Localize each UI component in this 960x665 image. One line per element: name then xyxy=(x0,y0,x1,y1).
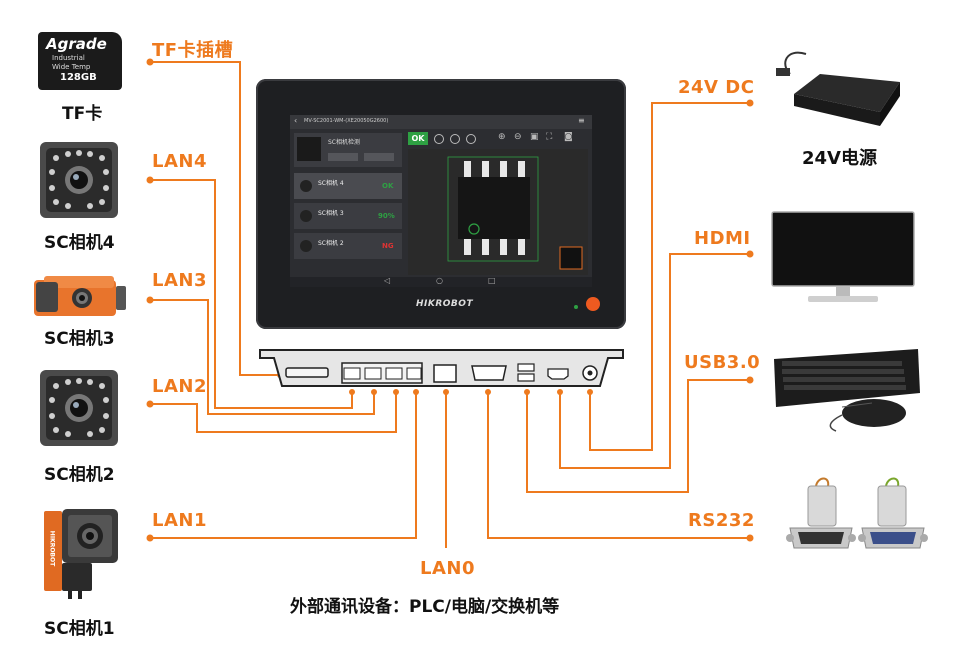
panel-brand: HIKROBOT xyxy=(416,299,474,309)
play-icon[interactable] xyxy=(434,134,444,144)
camera-3-caption: SC相机3 xyxy=(44,329,115,349)
nav-home-icon[interactable]: ○ xyxy=(436,276,443,285)
zoom-out-icon[interactable]: ⊖ xyxy=(514,132,522,142)
item-1-icon xyxy=(300,180,312,192)
footer-text: 外部通讯设备：PLC/电脑/交换机等 xyxy=(290,597,560,617)
job-thumbnail xyxy=(297,137,321,161)
nav-recent-icon[interactable]: □ xyxy=(488,276,496,285)
camera-1-brand: HIKROBOT xyxy=(48,530,56,567)
fit-icon[interactable]: ▣ xyxy=(530,132,539,142)
lan2-label: LAN2 xyxy=(152,376,207,397)
zoom-in-icon[interactable]: ⊕ xyxy=(498,132,506,142)
item-3-status: NG xyxy=(382,242,394,250)
android-navbar: ◁ ○ □ xyxy=(290,276,592,287)
expand-icon[interactable]: ⛶ xyxy=(546,132,553,142)
item-1-name: SC相机 4 xyxy=(318,180,344,187)
dc24v-label: 24V DC xyxy=(678,77,755,98)
lan4-label: LAN4 xyxy=(152,151,207,172)
hdmi-label: HDMI xyxy=(694,228,751,249)
power-button[interactable] xyxy=(586,297,600,311)
camera-2-image xyxy=(38,368,120,450)
item-3-icon xyxy=(300,240,312,252)
job-title: SC相机检测 xyxy=(328,139,360,146)
image-viewport[interactable] xyxy=(408,149,588,275)
step-icon[interactable] xyxy=(450,134,460,144)
tf-card-capacity: 128GB xyxy=(60,72,97,83)
camera-2-caption: SC相机2 xyxy=(44,465,115,485)
item-1-status: OK xyxy=(382,182,394,190)
status-led xyxy=(574,305,578,309)
camera-4-caption: SC相机4 xyxy=(44,233,115,253)
item-3-name: SC相机 2 xyxy=(318,240,344,247)
rs232-label: RS232 xyxy=(688,510,755,531)
screen-item-3[interactable]: SC相机 2 NG xyxy=(294,233,402,259)
lan1-label: LAN1 xyxy=(152,510,207,531)
power-adapter-caption: 24V电源 xyxy=(802,148,877,169)
panel-pc: ‹ MV-SC2001-WM-(XE20050G2600) ≡ SC相机检测 S… xyxy=(256,79,626,329)
job-button-1[interactable] xyxy=(328,153,358,161)
screen-title: MV-SC2001-WM-(XE20050G2600) xyxy=(304,118,389,124)
camera-snapshot-icon[interactable]: ◙ xyxy=(564,132,573,142)
usb30-label: USB3.0 xyxy=(684,352,761,373)
panel-io-side xyxy=(258,348,625,388)
serial-connectors-image xyxy=(786,476,932,568)
monitor-image xyxy=(770,210,916,306)
camera-1-caption: SC相机1 xyxy=(44,619,115,639)
tf-card-brand: Agrade xyxy=(46,35,107,53)
camera-3-image xyxy=(32,270,128,322)
keyboard-mouse-image xyxy=(770,345,920,435)
record-icon[interactable] xyxy=(466,134,476,144)
lan3-label: LAN3 xyxy=(152,270,207,291)
toolbar-icons: ⊕ ⊖ ▣ ⛶ ◙ xyxy=(434,132,590,145)
tf-card-caption: TF卡 xyxy=(62,104,103,124)
screen-topbar: ‹ MV-SC2001-WM-(XE20050G2600) ≡ xyxy=(290,115,592,129)
tf-card: Agrade Industrial Wide Temp 128GB xyxy=(38,32,122,90)
job-button-2[interactable] xyxy=(364,153,394,161)
screen-job-card: SC相机检测 xyxy=(294,133,402,167)
ok-badge: OK xyxy=(408,132,428,145)
camera-1-image: HIKROBOT xyxy=(42,505,124,599)
lan0-label: LAN0 xyxy=(420,558,475,579)
item-2-icon xyxy=(300,210,312,222)
tf-card-line2: Wide Temp xyxy=(52,63,91,71)
nav-back-icon[interactable]: ◁ xyxy=(384,276,391,285)
panel-screen: ‹ MV-SC2001-WM-(XE20050G2600) ≡ SC相机检测 S… xyxy=(290,115,592,287)
power-adapter-image xyxy=(776,44,906,136)
tf-card-line1: Industrial xyxy=(52,54,85,62)
camera-4-image xyxy=(38,140,120,222)
tf-slot-label: TF卡插槽 xyxy=(152,40,234,61)
screen-item-1[interactable]: SC相机 4 OK xyxy=(294,173,402,199)
item-2-name: SC相机 3 xyxy=(318,210,344,217)
screen-item-2[interactable]: SC相机 3 90% xyxy=(294,203,402,229)
menu-icon[interactable]: ≡ xyxy=(578,116,585,125)
item-2-status: 90% xyxy=(378,212,395,220)
back-icon[interactable]: ‹ xyxy=(294,116,298,125)
